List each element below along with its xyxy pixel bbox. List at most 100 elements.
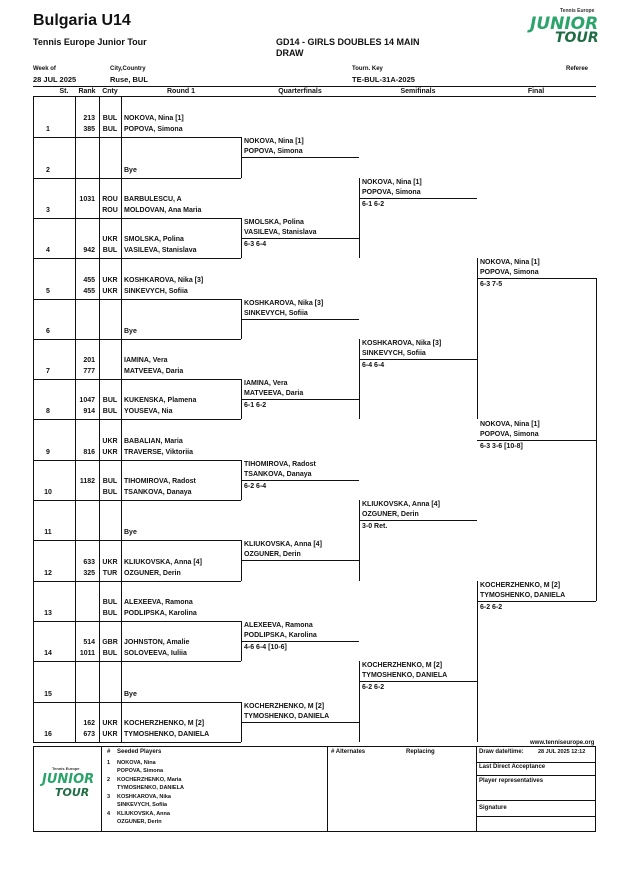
player-country: BUL [102,609,118,617]
logo-junior: JUNIOR [530,14,599,34]
player-rank: 816 [83,448,95,456]
player-name: SOLOVEEVA, Iuliia [124,650,187,658]
draw-position: 1 [46,126,50,134]
bracket-line [477,600,596,602]
player-country: BUL [102,650,118,658]
bracket-connector [359,661,360,742]
seeded-label: Seeded Players [117,749,162,755]
player-rank: 455 [83,276,95,284]
winner-name: TYMOSHENKO, DANIELA [362,672,448,680]
player-name: IAMINA, Vera [124,357,168,365]
bracket-connector [359,500,360,581]
row-rule [33,379,241,381]
winner-name: KOSHKAROVA, Nika [3] [244,299,324,307]
match-score: 6-1 6-2 [362,200,385,208]
seed-player-a: KOSHKAROVA, Nika [117,794,171,800]
player-country: BUL [102,408,118,416]
bracket-connector [359,177,360,259]
seeded-hash: # [107,749,111,755]
player-name: POPOVA, Simona [124,126,183,134]
player-country: BUL [102,598,118,606]
winner-name: TYMOSHENKO, DANIELA [480,591,566,599]
row-rule [33,661,241,663]
match-score: 6-1 6-2 [244,402,267,410]
winner-name: ALEXEEVA, Ramona [244,622,313,630]
col-quarterfinals: Quarterfinals [278,88,322,95]
row-rule [33,338,241,340]
player-country: ROU [102,206,118,214]
player-rank: 514 [83,639,95,647]
bracket-connector [241,620,242,662]
player-rank: 201 [83,357,95,365]
player-rank: 1047 [79,397,95,405]
row-rule [33,217,241,219]
winner-name: VASILEVA, Stanislava [244,229,317,237]
player-name: TYMOSHENKO, DANIELA [124,730,210,738]
draw-position: 7 [46,368,50,376]
player-name: VASILEVA, Stanislava [124,247,197,255]
signature-label: Signature [479,805,507,811]
winner-name: NOKOVA, Nina [1] [244,138,304,146]
match-score: 6-3 6-4 [244,241,267,249]
player-name: OZGUNER, Derin [124,569,181,577]
winner-name: SINKEVYCH, Sofiia [362,349,426,357]
player-rank: 777 [83,368,95,376]
footer-logo-small: Tennis Europe [52,766,80,771]
draw-position: 11 [44,529,52,537]
player-name: YOUSEVA, Nia [124,408,173,416]
winner-name: OZGUNER, Derin [244,551,301,559]
city-label: City,Country [110,66,146,72]
player-name: NOKOVA, Nina [1] [124,115,184,123]
player-rank: 162 [83,719,95,727]
winner-name: NOKOVA, Nina [1] [480,259,540,267]
last-da-label: Last Direct Acceptance [479,764,546,770]
champion-line [477,439,596,441]
winner-name: KOCHERZHENKO, M [2] [480,581,561,589]
match-score: 3-0 Ret. [362,523,388,531]
row-rule [33,258,241,260]
city-value: Ruse, BUL [110,75,148,84]
player-country: BUL [102,397,118,405]
player-country: BUL [102,126,118,134]
seed-number: 4 [107,811,111,817]
winner-name: TYMOSHENKO, DANIELA [244,712,330,720]
tour-name: Tennis Europe Junior Tour [33,37,147,47]
bracket-connector [241,217,242,259]
champion-name: NOKOVA, Nina [1] [480,420,540,428]
player-country: BUL [102,115,118,123]
footer-logo-tour: TOUR [55,786,90,799]
player-name: TRAVERSE, Viktoriia [124,448,193,456]
draw-position: 10 [44,489,52,496]
player-rank: 1182 [79,478,95,485]
seed-player-a: KOCHERZHENKO, Maria [117,777,182,783]
bye-label: Bye [124,529,137,537]
player-country: UKR [102,437,118,445]
draw-position: 15 [44,690,52,698]
bracket-line [241,560,359,562]
bracket-line [359,681,477,683]
seed-player-b: POPOVA, Simona [117,768,164,774]
player-country: BUL [102,478,118,485]
col-rank: Rank [78,88,96,95]
player-country: BUL [102,247,118,255]
player-name: SMOLSKA, Polina [124,236,184,244]
winner-name: KLIUKOVSKA, Anna [4] [244,541,322,549]
bye-label: Bye [124,327,137,335]
player-name: SINKEVYCH, Sofiia [124,287,188,295]
match-score: 6-2 6-4 [244,482,267,490]
row-rule [33,701,241,703]
player-name: BABALIAN, Maria [124,437,183,445]
alternates-label: # Alternates [331,749,366,755]
week-label: Week of [33,66,56,72]
match-score: 6-2 6-2 [480,603,503,611]
seed-player-b: OZGUNER, Derin [117,819,162,825]
player-name: ALEXEEVA, Ramona [124,598,193,606]
event-line-2: DRAW [276,48,304,58]
draw-position: 4 [46,247,50,255]
champion-name: POPOVA, Simona [480,430,539,438]
player-name: TIHOMIROVA, Radost [124,478,196,485]
winner-name: KOCHERZHENKO, M [2] [362,662,443,670]
seed-player-b: TYMOSHENKO, DANIELA [117,785,184,791]
bracket-line [241,157,359,159]
row-rule [33,500,241,501]
